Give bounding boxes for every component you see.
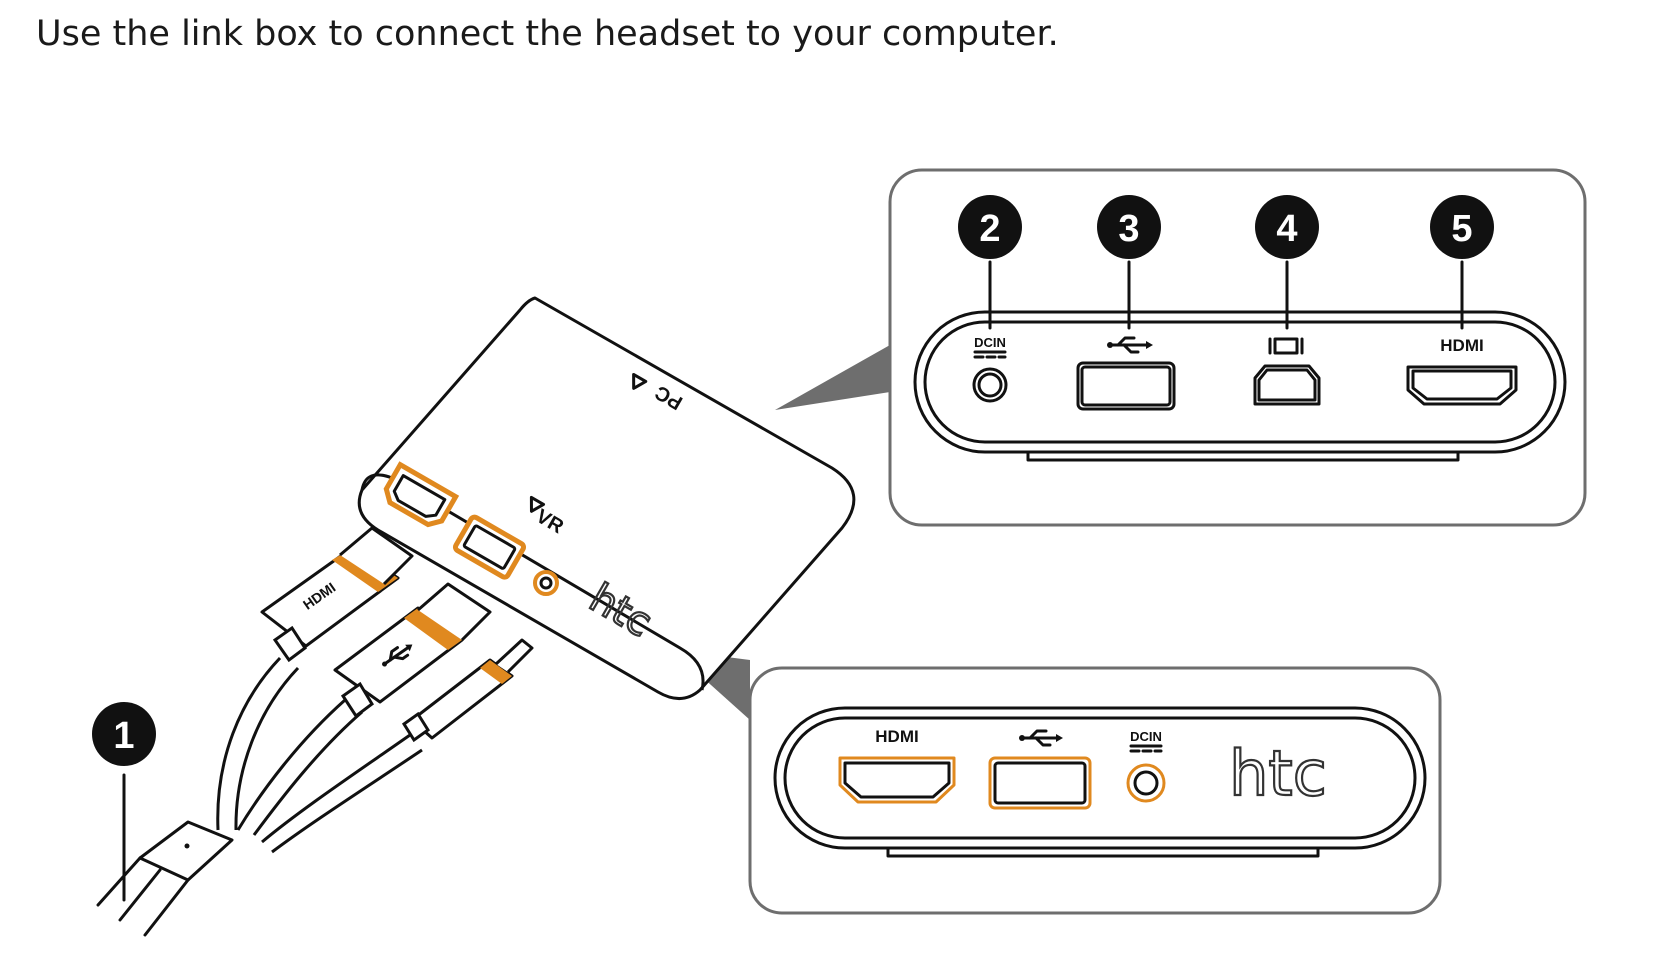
vr-hdmi-port: HDMI <box>838 727 956 804</box>
svg-text:DCIN: DCIN <box>974 335 1006 350</box>
svg-text:DCIN: DCIN <box>1130 729 1162 744</box>
hdmi-plug: HDMI <box>260 526 414 663</box>
pc-displayport-port <box>1253 337 1321 406</box>
usb-icon <box>1107 336 1153 354</box>
usb-icon <box>382 644 413 667</box>
displayport-icon <box>1268 337 1304 355</box>
device-hdmi-port <box>383 461 460 528</box>
callout-2: 2 <box>958 195 1022 330</box>
vr-side-face-inner <box>783 716 1417 840</box>
vr-side-zoom-panel: HDMI DCIN htc <box>672 650 1442 915</box>
cable-bundle: HDMI <box>96 526 534 937</box>
callout-1: 1 <box>92 702 156 902</box>
svg-text:1: 1 <box>113 715 134 757</box>
vr-zoom-frame <box>748 666 1442 915</box>
callout-4: 4 <box>1255 195 1319 330</box>
svg-text:HDMI: HDMI <box>875 727 918 746</box>
vr-dcin-port: DCIN <box>1126 729 1166 803</box>
pc-usb-port <box>1076 336 1176 411</box>
svg-text:5: 5 <box>1451 208 1472 250</box>
callout-3: 3 <box>1097 195 1161 330</box>
device-usb-port <box>452 514 527 580</box>
svg-text:2: 2 <box>979 208 1000 250</box>
vr-htc-logo: htc <box>1229 737 1327 810</box>
pc-zoom-frame <box>888 168 1587 527</box>
svg-text:HDMI: HDMI <box>1440 336 1483 355</box>
svg-text:4: 4 <box>1276 208 1297 250</box>
link-box-body <box>357 296 856 700</box>
vr-side-face-outer <box>773 706 1427 850</box>
pc-side-zoom-panel: 2 3 4 5 DCIN <box>775 168 1587 527</box>
pc-dcin-port: DCIN <box>972 335 1008 403</box>
pc-side-face-inner <box>923 320 1557 444</box>
pc-hdmi-port: HDMI <box>1406 336 1518 406</box>
callout-5: 5 <box>1430 195 1494 330</box>
device-dc-port <box>533 570 559 596</box>
vr-usb-port <box>988 729 1092 810</box>
cable-junction <box>138 820 234 882</box>
dc-plug <box>401 638 534 743</box>
svg-text:3: 3 <box>1118 208 1139 250</box>
instruction-text: Use the link box to connect the headset … <box>36 14 1059 54</box>
link-box-device: PC VR htc <box>357 296 856 700</box>
pc-side-face-outer <box>913 310 1567 454</box>
usb-plug <box>333 582 492 719</box>
usb-icon <box>1019 729 1063 747</box>
pc-zoom-pointer <box>775 345 890 410</box>
